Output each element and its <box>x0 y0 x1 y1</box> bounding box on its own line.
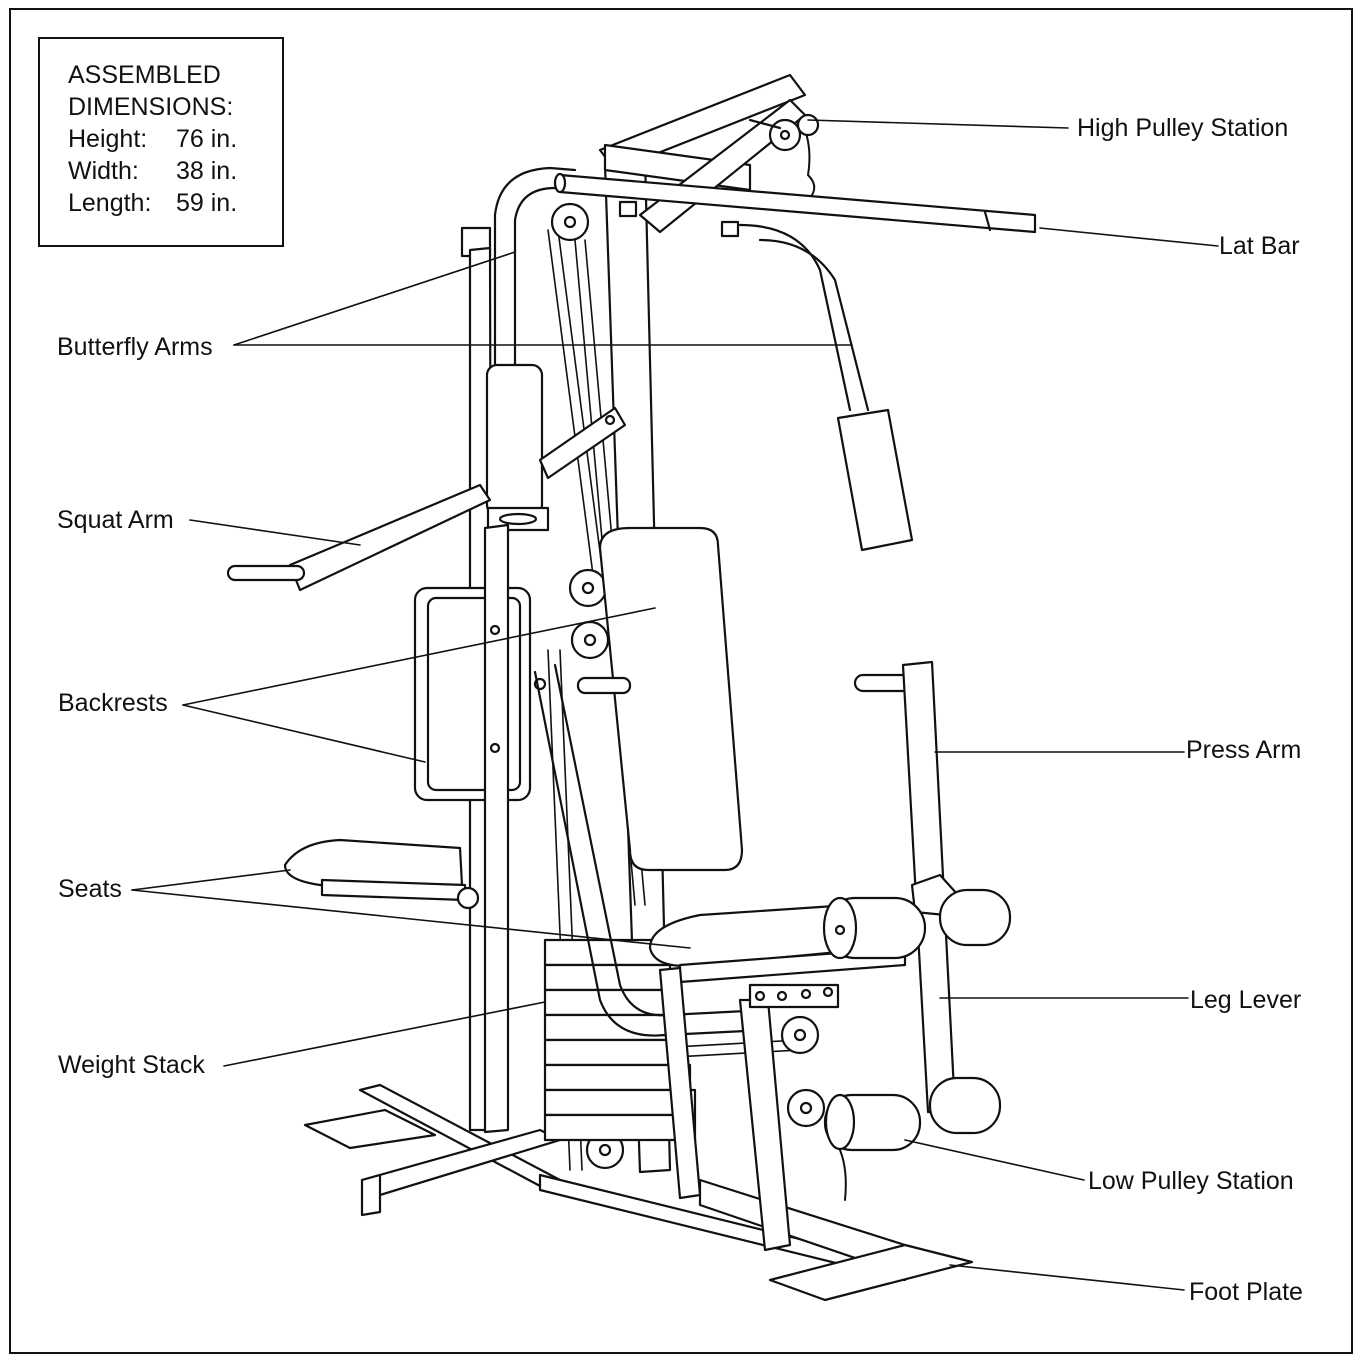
rear-seat <box>283 838 480 910</box>
dimension-width: Width: 38 in. <box>68 155 282 187</box>
dimension-width-key: Width: <box>68 157 139 185</box>
label-backrests: Backrests <box>58 689 168 717</box>
foot-plates <box>303 1108 974 1302</box>
squat-arm <box>226 406 627 592</box>
label-low-pulley-station: Low Pulley Station <box>1088 1167 1294 1195</box>
label-foot-plate: Foot Plate <box>1189 1278 1303 1306</box>
label-seats: Seats <box>58 875 122 903</box>
dimension-width-value: 38 in. <box>176 157 238 185</box>
leader-lines <box>131 119 1219 1291</box>
label-squat-arm: Squat Arm <box>57 506 174 534</box>
weight-stack <box>543 938 697 1142</box>
label-leg-lever: Leg Lever <box>1190 986 1302 1014</box>
lat-bar <box>553 172 1037 238</box>
dimension-length: Length: 59 in. <box>68 187 282 219</box>
front-upright <box>483 523 510 1134</box>
dimension-height-key: Height: <box>68 125 148 153</box>
label-high-pulley-station: High Pulley Station <box>1077 114 1289 142</box>
dimension-height-value: 76 in. <box>176 125 238 153</box>
butterfly-arms <box>485 166 914 552</box>
label-weight-stack: Weight Stack <box>58 1051 205 1079</box>
front-seat <box>648 903 907 1252</box>
label-lat-bar: Lat Bar <box>1219 232 1300 260</box>
dimensions-title-1: ASSEMBLED <box>68 61 221 89</box>
label-press-arm: Press Arm <box>1186 736 1302 764</box>
press-arm <box>853 660 960 1114</box>
dimension-length-value: 59 in. <box>176 189 238 217</box>
leg-lever <box>822 888 1012 1201</box>
dimension-length-key: Length: <box>68 189 152 217</box>
label-butterfly-arms: Butterfly Arms <box>57 333 213 361</box>
diagram-frame <box>9 8 1353 1354</box>
dimensions-title-2: DIMENSIONS: <box>68 93 234 121</box>
dimensions-box: ASSEMBLED DIMENSIONS: Height: 76 in. Widt… <box>38 37 284 247</box>
base-frame <box>358 1083 907 1282</box>
dimension-height: Height: 76 in. <box>68 123 282 155</box>
